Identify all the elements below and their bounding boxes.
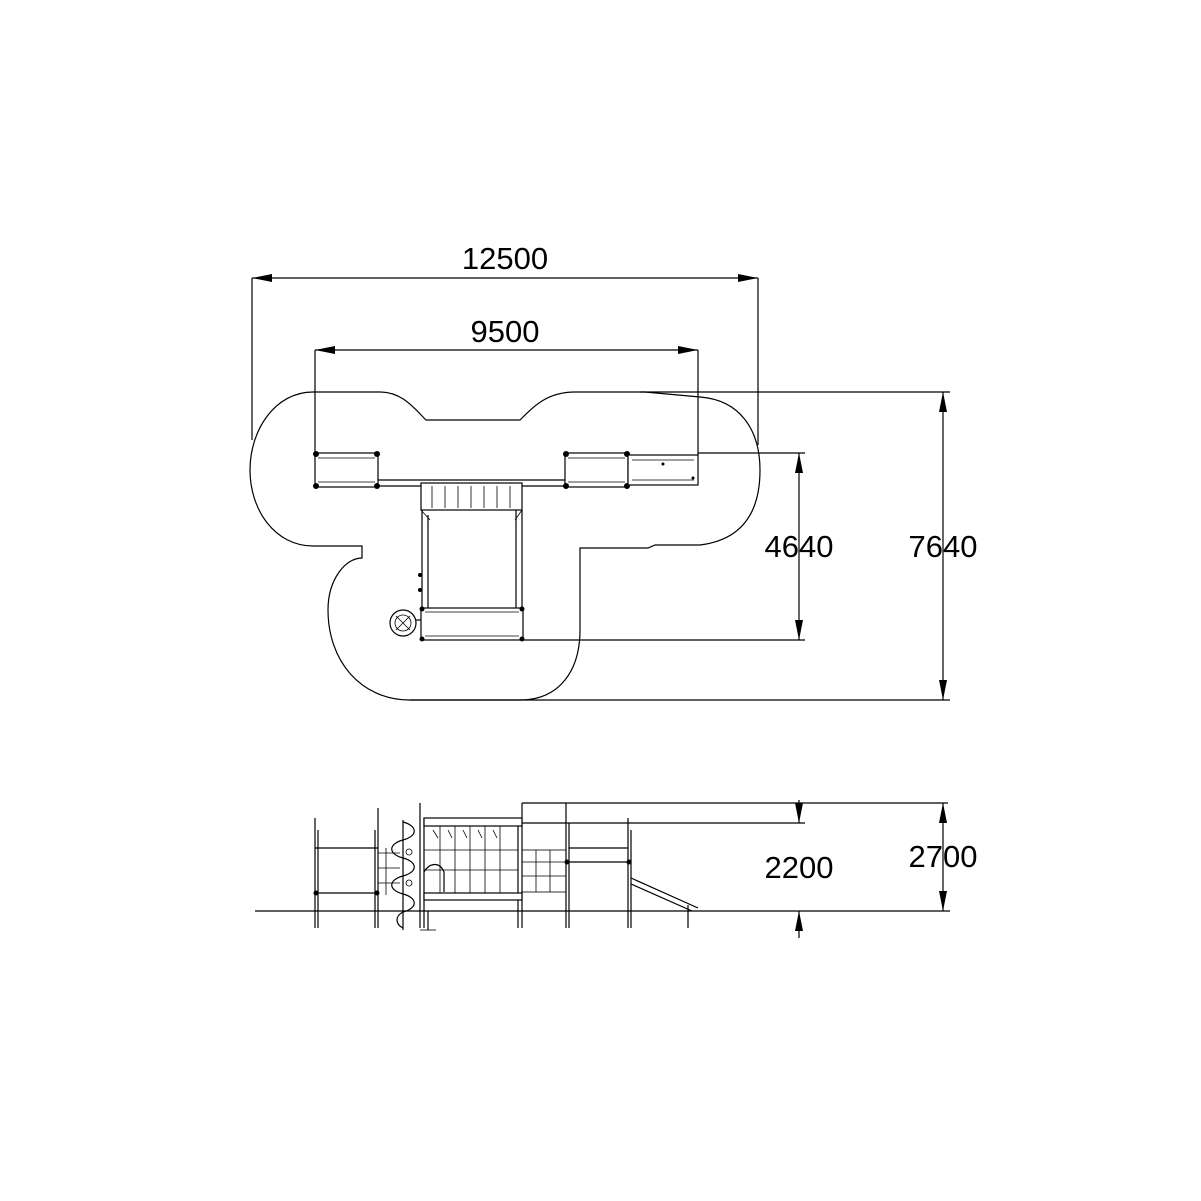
dim-label-overall-depth: 7640 xyxy=(909,529,978,564)
central-platform xyxy=(420,482,523,521)
ramp-elevation xyxy=(630,877,699,928)
dim-label-structure-width: 9500 xyxy=(471,314,540,349)
net-right xyxy=(521,849,567,893)
dim-label-platform-height: 2200 xyxy=(765,850,834,885)
left-frame-elevation xyxy=(313,808,380,928)
dim-overall-depth: 7640 xyxy=(410,391,978,701)
dim-structure-width: 9500 xyxy=(314,314,699,455)
central-tower-elevation xyxy=(419,803,523,931)
dim-label-structure-depth: 4640 xyxy=(765,529,834,564)
ramp-plan xyxy=(627,454,699,486)
dim-platform-height: 2200 xyxy=(522,800,833,938)
elevation-view: 2200 2700 xyxy=(255,800,977,938)
dim-structure-depth: 4640 xyxy=(523,452,834,641)
spiral-plan xyxy=(389,609,421,637)
dim-label-total-height: 2700 xyxy=(909,839,978,874)
dim-label-overall-width: 12500 xyxy=(462,241,548,276)
spiral-elevation xyxy=(391,820,415,930)
net-left xyxy=(378,848,400,895)
safety-zone-outline xyxy=(249,391,761,701)
right-deck xyxy=(563,451,630,489)
dim-total-height: 2700 xyxy=(522,802,978,911)
dim-overall-width: 12500 xyxy=(251,241,759,445)
right-frame-elevation xyxy=(564,803,632,928)
left-deck xyxy=(313,451,380,489)
plan-view: 12500 9500 4640 7640 xyxy=(249,241,978,701)
lower-deck xyxy=(419,606,525,642)
